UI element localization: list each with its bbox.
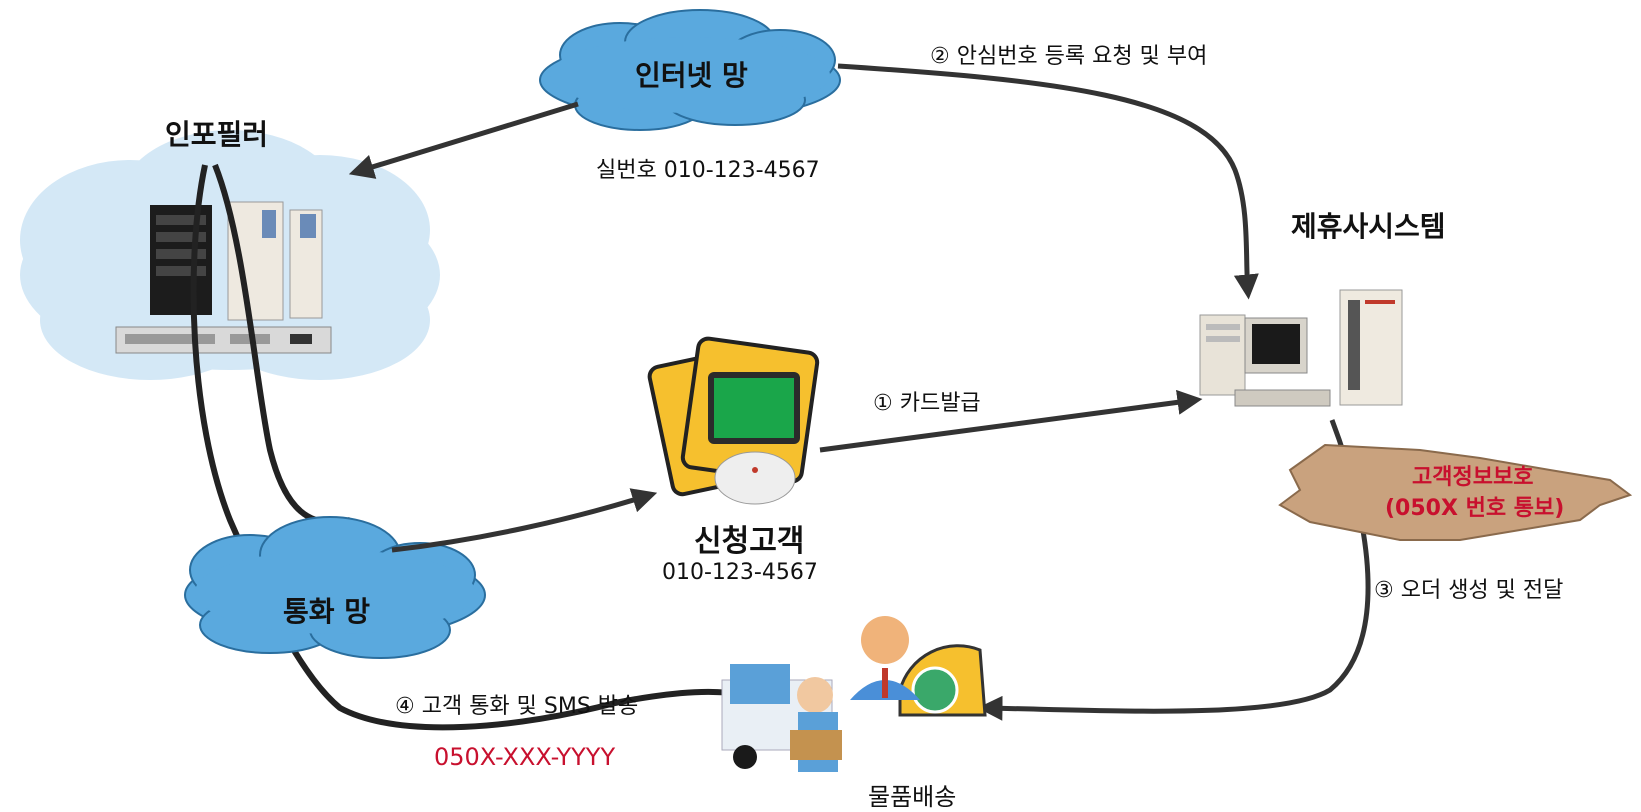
customer-phone: 010-123-4567 — [662, 560, 818, 585]
infopeeler-label: 인포필러 — [165, 118, 269, 151]
protect-line1: 고객정보보호 — [1412, 465, 1534, 490]
arrow-internet-to-infopeeler — [348, 101, 579, 179]
callnet-cloud — [184, 516, 486, 659]
protect-banner — [1278, 443, 1633, 541]
delivery-label: 물품배송 — [868, 783, 957, 811]
delivery-scene — [721, 616, 987, 772]
cable-left — [190, 164, 741, 731]
card-icon — [647, 336, 820, 505]
real-number-label: 실번호 010-123-4567 — [596, 158, 820, 183]
infopeeler-servers — [115, 201, 332, 354]
step4-label: ④ 고객 통화 및 SMS 발송 — [395, 694, 639, 719]
protect-line2: (050X 번호 통보) — [1385, 496, 1565, 521]
arrow-callnet-to-customer — [391, 488, 658, 553]
cable-right — [212, 163, 351, 526]
arrow-customer-to-partner — [819, 389, 1203, 453]
arrow-internet-to-partner — [837, 63, 1259, 300]
step3-label: ③ 오더 생성 및 전달 — [1374, 578, 1564, 603]
customer-label: 신청고객 — [694, 524, 805, 559]
partner-computers — [1199, 289, 1403, 407]
safe-number-label: 050X-XXX-YYYY — [434, 743, 616, 771]
internet-cloud — [539, 9, 841, 131]
partner-label: 제휴사시스템 — [1291, 210, 1446, 243]
step1-label: ① 카드발급 — [873, 391, 981, 416]
step2-label: ② 안심번호 등록 요청 및 부여 — [930, 44, 1208, 69]
internet-label: 인터넷 망 — [635, 59, 748, 92]
callnet-label: 통화 망 — [283, 595, 371, 628]
